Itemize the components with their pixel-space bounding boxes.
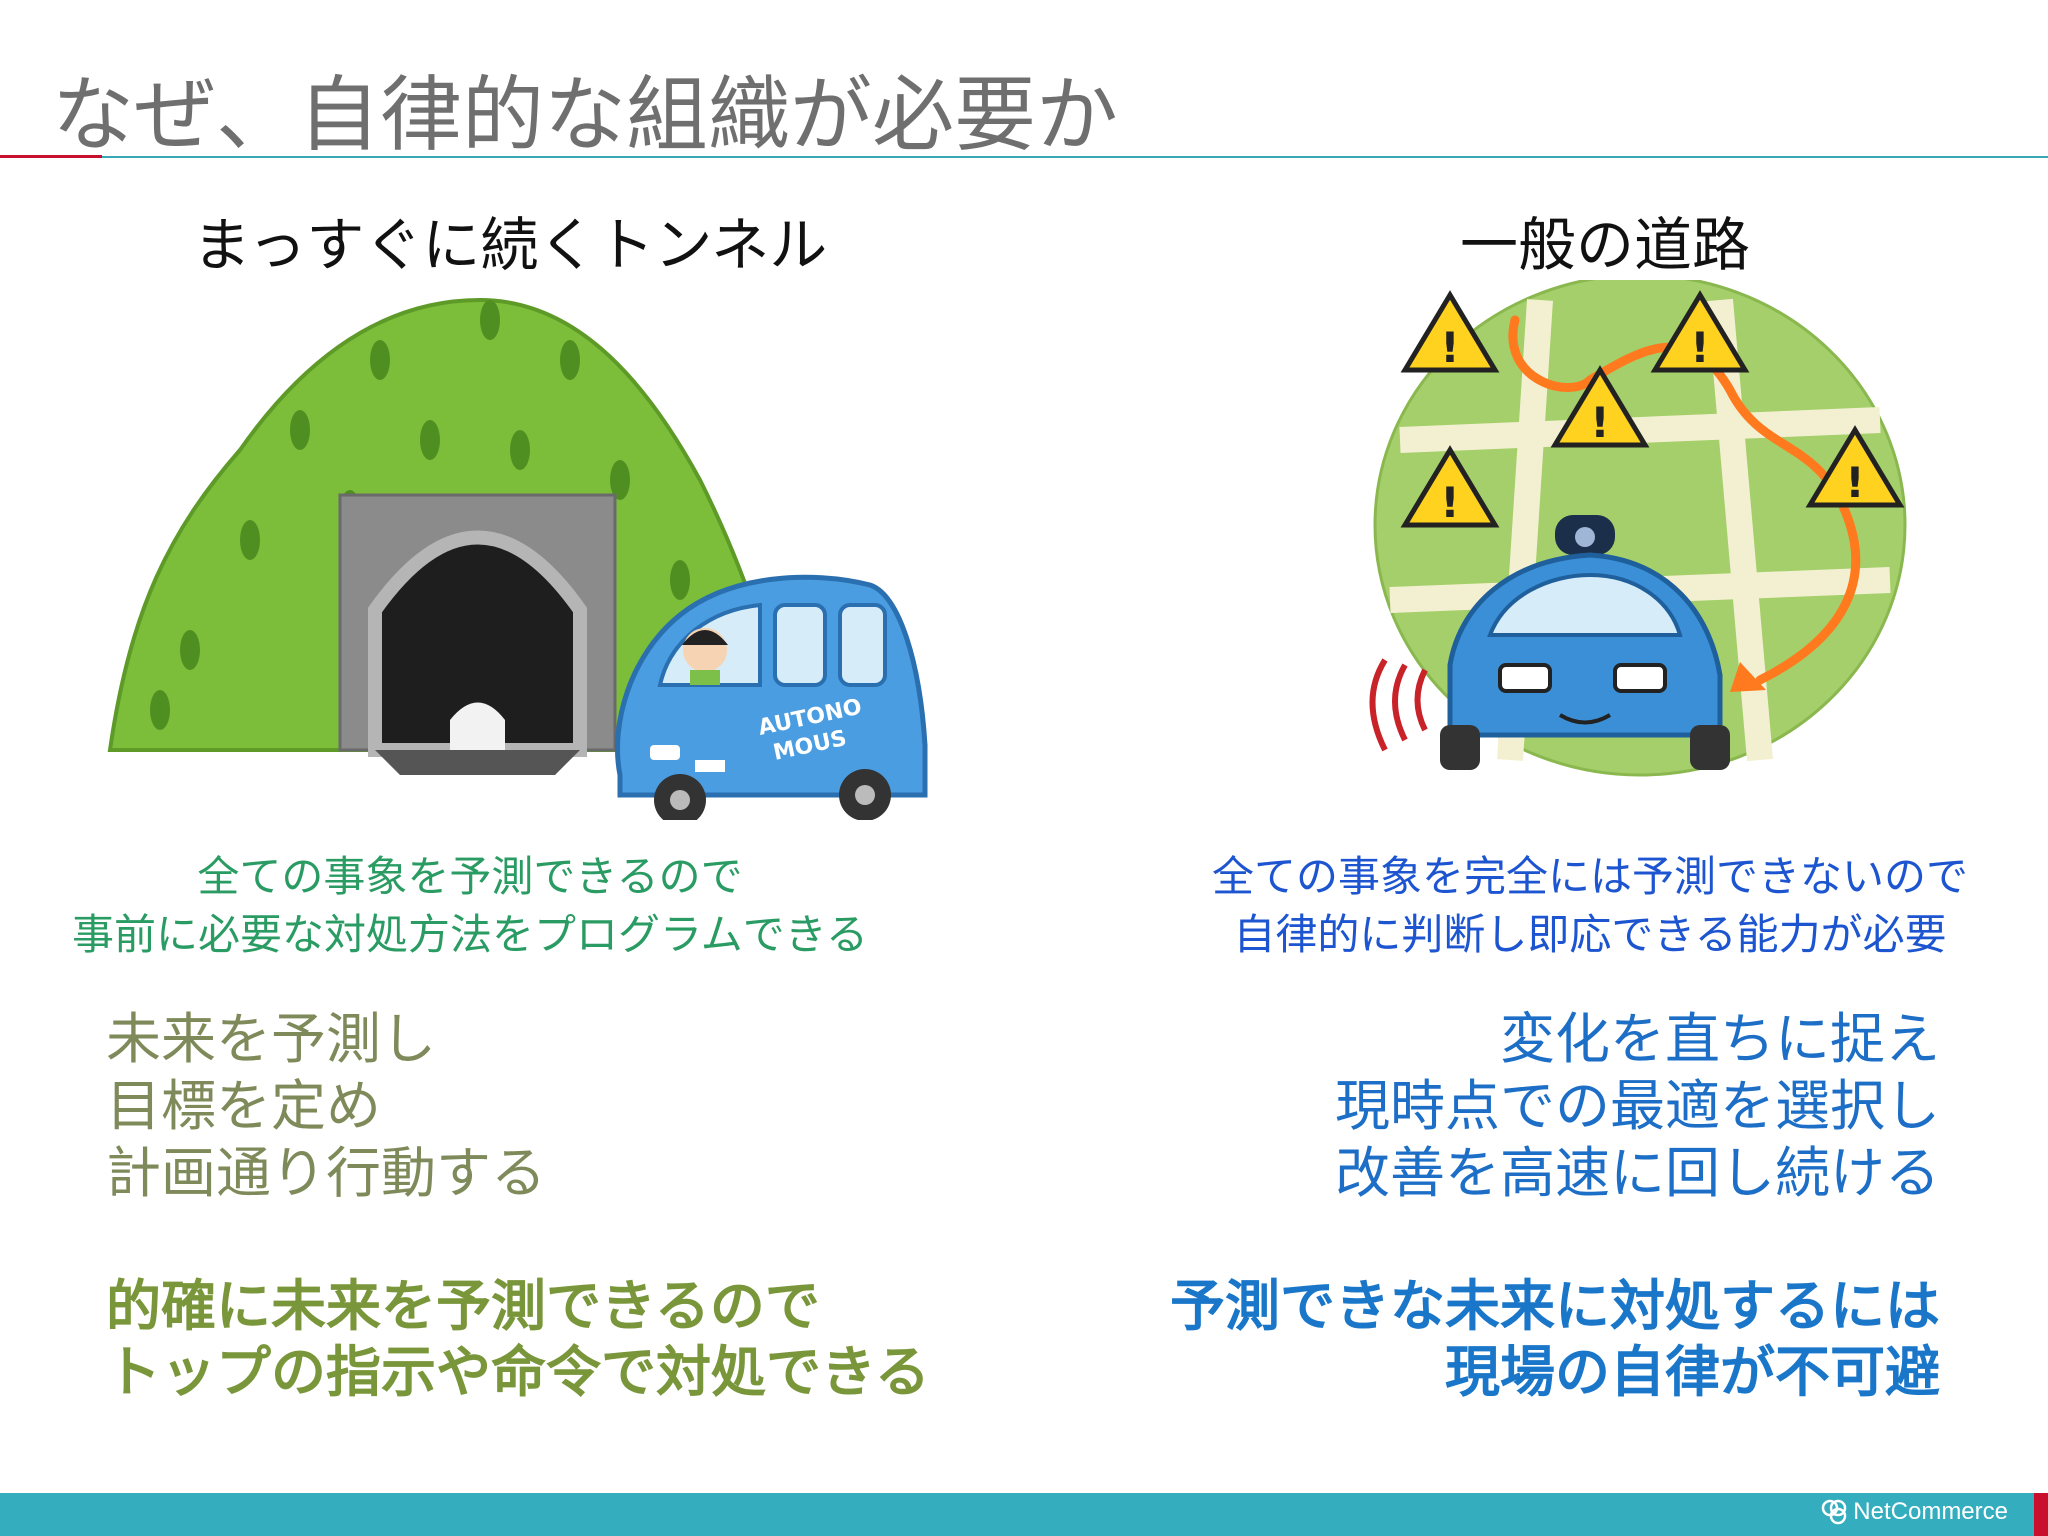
right-list-item-1: 変化を直ちに捉え: [1499, 1007, 1940, 1071]
title-rule-accent: [0, 155, 102, 158]
self-driving-car: [1440, 515, 1730, 770]
route-path: [1508, 315, 1861, 685]
tunnel-opening: [368, 530, 587, 757]
road-map-car-illustration: !!! !!: [1369, 280, 1907, 777]
left-list-item-1: 未来を予測し: [106, 1007, 437, 1071]
left-caption-line-2: 事前に必要な対処方法をプログラムできる: [72, 910, 868, 959]
logo-text: NetCommerce: [1853, 1498, 2008, 1525]
right-conclusion-line-2: 現場の自律が不可避: [1444, 1340, 1940, 1404]
left-list-item-3: 計画通り行動する: [106, 1141, 547, 1205]
right-conclusion: 予測できな未来に対処するには 現場の自律が不可避: [1170, 1273, 1940, 1405]
svg-text:!: !: [1440, 323, 1459, 372]
right-caption-line-1: 全ての事象を完全には予測できないので: [1211, 852, 1968, 901]
autonomous-car: AUTONO MOUS: [615, 574, 928, 820]
left-conclusion-line-1: 的確に未来を予測できるので: [106, 1274, 820, 1338]
left-list: 未来を予測し 目標を定め 計画通り行動する: [106, 1006, 546, 1207]
left-list-item-2: 目標を定め: [106, 1074, 382, 1138]
svg-text:!: !: [1690, 323, 1709, 372]
footer-accent: [2034, 1493, 2048, 1536]
svg-text:!: !: [1440, 478, 1459, 527]
left-caption: 全ての事象を予測できるので 事前に必要な対処方法をプログラムできる: [20, 848, 920, 964]
slide-title: なぜ、自律的な組織が必要か: [52, 68, 1119, 163]
svg-text:!: !: [1845, 458, 1864, 507]
left-conclusion-line-2: トップの指示や命令で対処できる: [106, 1340, 930, 1404]
right-caption-line-2: 自律的に判断し即応できる能力が必要: [1233, 910, 1947, 959]
svg-text:!: !: [1590, 398, 1609, 447]
right-list: 変化を直ちに捉え 現時点での最適を選択し 改善を高速に回し続ける: [1335, 1006, 1940, 1207]
warning-icon: [1400, 290, 1905, 528]
right-conclusion-line-1: 予測できな未来に対処するには: [1169, 1274, 1940, 1338]
netcommerce-logo-icon: [1822, 1499, 1847, 1525]
left-conclusion: 的確に未来を予測できるので トップの指示や命令で対処できる: [106, 1273, 930, 1405]
right-caption: 全ての事象を完全には予測できないので 自律的に判断し即応できる能力が必要: [1160, 848, 2020, 964]
footer-bar: [0, 1493, 2048, 1536]
right-list-item-2: 現時点での最適を選択し: [1334, 1074, 1940, 1138]
tunnel-car-illustration: AUTONO MOUS: [107, 297, 928, 820]
left-caption-line-1: 全ての事象を予測できるので: [197, 852, 743, 901]
left-heading: まっすぐに続くトンネル: [192, 211, 828, 279]
right-list-item-3: 改善を高速に回し続ける: [1334, 1141, 1940, 1205]
company-logo: NetCommerce: [1821, 1498, 2008, 1526]
title-rule: [102, 156, 2048, 158]
right-heading: 一般の道路: [1459, 211, 1750, 279]
